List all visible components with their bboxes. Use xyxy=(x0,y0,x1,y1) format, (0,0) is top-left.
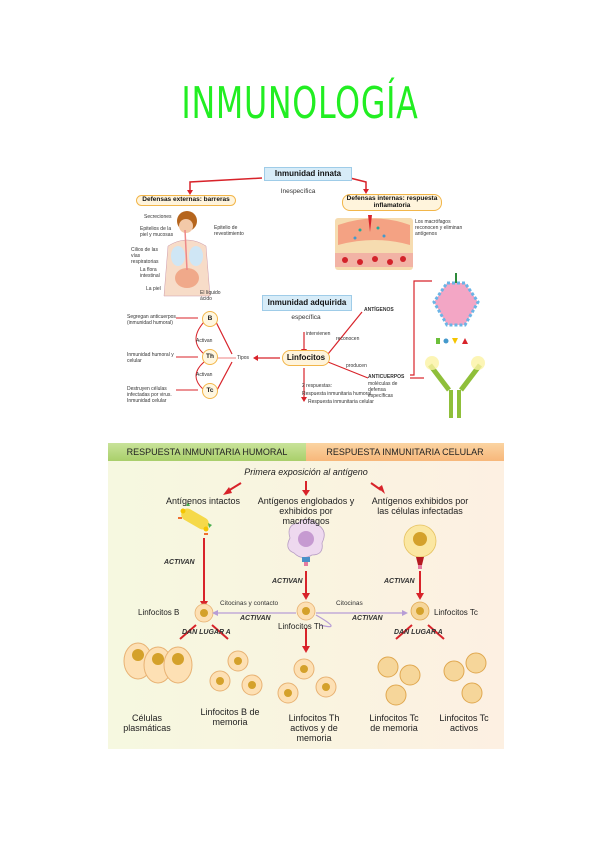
activan-label-left: ACTIVAN xyxy=(240,615,271,622)
activan-label-right: ACTIVAN xyxy=(352,615,383,622)
macrophage-illustration xyxy=(287,519,325,566)
respuesta-celular: Respuesta inmunitaria celular xyxy=(308,399,374,405)
linfocitos-th-label: Linfocitos Th xyxy=(278,622,324,631)
type-th-desc: Inmunidad humoral y celular xyxy=(127,352,174,364)
result-plasma-cells: Células plasmáticas xyxy=(123,713,171,733)
annotation-cilios: Cilios de las vías respiratorias xyxy=(131,247,159,265)
type-b-desc: Segregan anticuerpos (inmunidad humoral) xyxy=(127,314,176,326)
dan-lugar-label-b: DAN LUGAR A xyxy=(182,629,231,636)
annotation-macrofagos: Los macrófagos reconocen y eliminan antí… xyxy=(415,219,463,237)
th-active-memory-cells-illustration xyxy=(277,658,337,704)
activan-label-b: ACTIVAN xyxy=(164,559,195,566)
reconocen-label: reconocen xyxy=(336,336,360,342)
result-tc-active: Linfocitos Tc activos xyxy=(439,713,489,733)
linfocitos-node: Linfocitos xyxy=(282,350,330,366)
tc-lymphocyte-cell xyxy=(410,601,430,621)
acquired-immunity-heading: Inmunidad adquirida xyxy=(262,295,352,311)
citocinas-label: Citocinas xyxy=(336,600,363,607)
result-tc-memory: Linfocitos Tc de memoria xyxy=(369,713,419,733)
type-tc-circle: Tc xyxy=(202,383,218,399)
respuestas-heading: 2 respuestas: xyxy=(302,383,333,389)
tipos-label: Tipos xyxy=(237,355,250,361)
tc-memory-cells-illustration xyxy=(377,656,421,706)
human-body-illustration xyxy=(163,211,211,297)
source-infected-cell-antigens: Antígenos exhibidos por las células infe… xyxy=(371,496,469,516)
type-th-circle: Th xyxy=(202,349,218,365)
innate-immunity-heading: Inmunidad innata xyxy=(264,167,352,181)
annotation-flora: La flora intestinal xyxy=(140,267,160,279)
intervienen-label: intervienen xyxy=(306,331,331,337)
tc-active-cells-illustration xyxy=(443,652,487,704)
arrow-innate-internal xyxy=(349,177,367,192)
first-exposure-label: Primera exposición al antígeno xyxy=(244,467,368,477)
activan-label-tc: ACTIVAN xyxy=(384,578,415,585)
internal-defenses-label: Defensas internas: respuesta inflamatori… xyxy=(342,194,442,211)
top-diagram-lines xyxy=(163,177,485,418)
anticuerpos-label: ANTICUERPOS xyxy=(368,374,405,380)
bacterium-antigen-illustration xyxy=(178,502,212,535)
immune-response-diagram: RESPUESTA INMUNITARIA HUMORAL RESPUESTA … xyxy=(108,443,504,749)
arrow-innate-external xyxy=(189,177,263,193)
external-defenses-label: Defensas externas: barreras xyxy=(136,195,236,206)
memory-b-cells-illustration xyxy=(209,650,263,696)
activan-label-th: ACTIVAN xyxy=(272,578,303,585)
type-tc-desc: Destruyen células infectadas por virus. … xyxy=(127,386,172,404)
result-th-active-memory: Linfocitos Th activos y de memoria xyxy=(288,713,340,743)
activan-label-1: Activan xyxy=(196,338,213,344)
annotation-epitelios: Epitelios de la piel y mucosas xyxy=(140,226,174,238)
annotation-liquido: El líquido ácido xyxy=(200,290,221,302)
annotation-secreciones: Secreciones xyxy=(144,214,172,220)
type-b-circle: B xyxy=(202,311,218,327)
antigenos-label: ANTÍGENOS xyxy=(364,307,394,313)
page-title: INMUNOLOGÍA xyxy=(181,78,419,129)
citocinas-contacto-label: Citocinas y contacto xyxy=(220,600,279,607)
annotation-epitelio-revestimiento: Epitelio de revestimiento xyxy=(214,225,244,237)
anticuerpos-note: moléculas de defensa específicas xyxy=(368,381,398,399)
virus-antigen-illustration xyxy=(432,273,480,344)
dan-lugar-label-tc: DAN LUGAR A xyxy=(394,629,443,636)
th-lymphocyte-cell xyxy=(296,601,316,621)
linfocitos-tc-label: Linfocitos Tc xyxy=(434,608,478,617)
response-diagram-graphics xyxy=(123,481,487,706)
result-memory-b: Linfocitos B de memoria xyxy=(200,707,260,727)
antibody-illustration xyxy=(425,356,485,418)
innate-subtitle: Inespecífica xyxy=(280,188,316,195)
source-intact-antigens: Antígenos intactos xyxy=(165,496,241,506)
inflammation-illustration xyxy=(335,215,413,270)
source-macrophage-antigens: Antígenos englobados y exhibidos por mac… xyxy=(257,496,355,526)
respuesta-humoral: Respuesta inmunitaria humoral xyxy=(302,391,372,397)
acquired-subtitle: específica xyxy=(291,314,321,321)
b-lymphocyte-cell xyxy=(194,603,214,623)
plasma-cells-illustration xyxy=(123,642,193,684)
infected-cell-illustration xyxy=(403,524,437,569)
cellular-header: RESPUESTA INMUNITARIA CELULAR xyxy=(306,443,504,461)
producen-label: producen xyxy=(346,363,367,369)
humoral-header: RESPUESTA INMUNITARIA HUMORAL xyxy=(108,443,306,461)
activan-label-2: Activan xyxy=(196,372,213,378)
annotation-piel: La piel xyxy=(146,286,161,292)
linfocitos-b-label: Linfocitos B xyxy=(138,608,180,617)
